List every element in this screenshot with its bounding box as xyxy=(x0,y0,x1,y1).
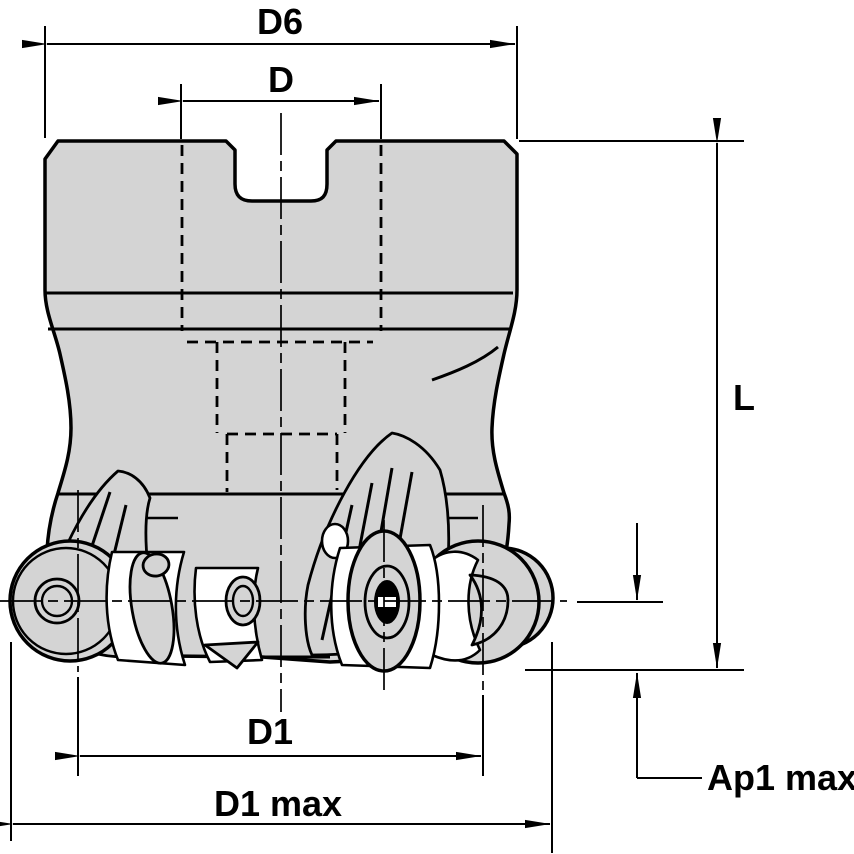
dimension-l: L xyxy=(519,118,755,671)
hidden-bore-lines xyxy=(180,145,383,492)
dimension-label-d: D xyxy=(268,59,294,100)
dimension-ap1-max: Ap1 max xyxy=(577,523,854,798)
insert-front xyxy=(329,529,441,673)
dimension-d1-max: D1 max xyxy=(0,642,553,853)
dimension-label-ap1-max: Ap1 max xyxy=(707,757,854,798)
dimension-d: D xyxy=(158,59,382,139)
dimension-label-d6: D6 xyxy=(257,1,303,42)
insert-left-tilted xyxy=(105,550,187,667)
dimension-d1: D1 xyxy=(55,677,484,776)
dimension-d6: D6 xyxy=(22,1,518,139)
screw-slot xyxy=(378,597,396,607)
dimension-label-l: L xyxy=(733,377,755,418)
dimension-label-d1-max: D1 max xyxy=(214,783,342,824)
dimension-label-d1: D1 xyxy=(247,711,293,752)
centerlines xyxy=(0,113,567,712)
